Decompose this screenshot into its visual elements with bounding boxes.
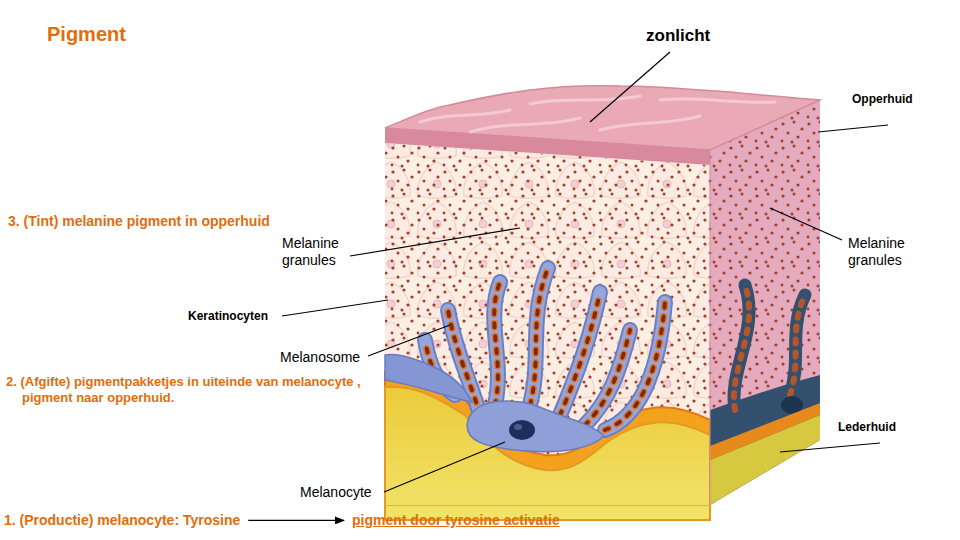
- right-dermis: [710, 415, 820, 505]
- title: Pigment: [47, 22, 126, 46]
- leader-line: [350, 228, 520, 256]
- nucleus-highlight: [514, 424, 522, 430]
- annotation: zonlicht: [646, 26, 710, 46]
- dermis: [385, 387, 710, 520]
- melanosome-row: [530, 268, 548, 405]
- dendrite: [585, 330, 630, 425]
- part-label: Melanosome: [280, 349, 360, 366]
- leader-line: [780, 443, 880, 452]
- step-note: 3. (Tint) melanine pigment in opperhuid: [8, 213, 270, 230]
- leader-line: [282, 300, 388, 316]
- dendrite: [560, 292, 600, 415]
- ridge: [470, 118, 580, 132]
- melanosomes-rim: [425, 268, 665, 430]
- part-label: Opperhuid: [852, 92, 913, 106]
- melanosome-row: [494, 282, 500, 405]
- part-label: Lederhuid: [838, 420, 896, 434]
- melanosome-row: [530, 268, 548, 405]
- melanocyte-cell: [467, 401, 604, 452]
- dendrite: [494, 282, 500, 405]
- melanosome-row: [560, 292, 600, 415]
- melanosome-row: [734, 285, 749, 410]
- ridge: [600, 116, 700, 130]
- dendrite: [560, 292, 600, 415]
- leader-line: [770, 208, 842, 240]
- part-label: Melanine granules: [848, 235, 928, 269]
- melanocyte-nucleus: [509, 420, 535, 440]
- leader-line: [818, 125, 888, 132]
- part-label: Melanocyte: [300, 484, 372, 501]
- ridge: [660, 99, 775, 102]
- top-face: [385, 86, 820, 165]
- melanosome-row: [585, 330, 630, 425]
- melanosome-row: [585, 330, 630, 425]
- right-face: [710, 100, 820, 505]
- dendrite: [494, 282, 500, 405]
- leader-line: [384, 442, 505, 492]
- leader-line: [590, 52, 670, 122]
- dendrite: [790, 295, 805, 395]
- step-note: 1. (Productie) melanocyte: Tyrosine: [4, 512, 240, 529]
- dendrite: [530, 268, 548, 405]
- melanosome-row: [790, 295, 805, 395]
- dendrite: [530, 268, 548, 405]
- part-label: Melanine granules: [282, 235, 348, 269]
- dendrite-outline: [425, 268, 665, 430]
- surface-ridges: [420, 96, 775, 132]
- melanosome-row: [605, 302, 665, 430]
- dendrite: [605, 302, 665, 430]
- melanocyte-body: [385, 354, 604, 451]
- front-bottom-edge: [385, 505, 710, 506]
- dendrite: [734, 285, 749, 410]
- right-dendrites: [734, 285, 805, 410]
- ridge: [420, 110, 510, 122]
- melanosome-row: [560, 292, 600, 415]
- ridge: [530, 96, 640, 104]
- right-basal-layer: [710, 375, 820, 505]
- melanocyte-dendrites: [425, 268, 665, 430]
- leader-lines: [282, 52, 888, 492]
- right-granules: [710, 100, 820, 505]
- melanosome-row: [494, 282, 500, 405]
- melanosomes-core: [425, 268, 665, 430]
- dendrite-fill: [425, 268, 665, 430]
- surface-rim: [385, 128, 710, 165]
- part-label: Keratinocyten: [188, 309, 268, 323]
- step-result: pigment door tyrosine activatie: [352, 512, 560, 529]
- melanosome-row: [605, 302, 665, 430]
- leader-line: [368, 325, 450, 356]
- cube-edge: [710, 150, 711, 505]
- step-note: 2. (Afgifte) pigmentpakketjes in uiteind…: [6, 374, 392, 405]
- process-arrow: [248, 520, 344, 521]
- melanocyte-side: [385, 354, 472, 402]
- right-epidermis: [710, 100, 820, 505]
